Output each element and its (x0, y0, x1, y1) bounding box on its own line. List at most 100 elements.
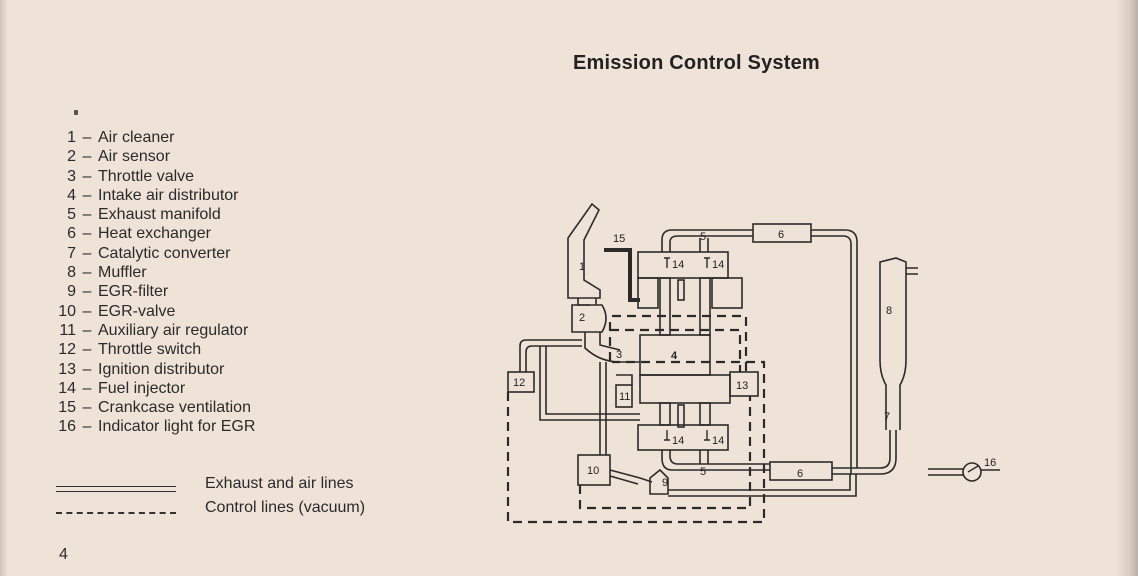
label-crankcase-ventilation: 15 (613, 233, 625, 245)
item-number: 3 (67, 167, 76, 185)
indicator-light-body (962, 462, 982, 482)
item-label: Auxiliary air regulator (98, 321, 249, 339)
list-item: 15–Crankcase ventilation (56, 398, 255, 417)
injector-mark (664, 430, 670, 441)
vacuum-line-egr (578, 396, 752, 510)
label-intake-distributor: 4 (671, 350, 678, 362)
intake-lower-block (639, 374, 731, 404)
dashed-line-symbol (56, 512, 176, 514)
list-item: 1–Air cleaner (56, 128, 255, 147)
item-label: Intake air distributor (98, 186, 239, 204)
label-egr-valve: 10 (587, 465, 599, 477)
item-number: 6 (67, 225, 76, 243)
item-number: 11 (59, 321, 76, 339)
item-number: 16 (58, 418, 76, 436)
list-item: 4–Intake air distributor (56, 186, 255, 205)
label-injector-2: 14 (712, 259, 724, 271)
item-label: Indicator light for EGR (98, 418, 256, 436)
item-number: 9 (67, 283, 76, 301)
label-throttle-switch: 12 (513, 377, 525, 389)
label-injector-3: 14 (672, 435, 684, 447)
item-number: 10 (58, 302, 76, 320)
aux-air-regulator-body (615, 384, 633, 408)
list-item: 9–EGR-filter (56, 282, 255, 301)
egr-filter-body (649, 468, 669, 495)
item-label: Ignition distributor (98, 360, 225, 378)
page-title: Emission Control System (573, 52, 820, 74)
air-duct (577, 298, 597, 306)
item-label: EGR-valve (98, 302, 176, 320)
page-edge-right (1116, 0, 1138, 576)
catalytic-converter-body (879, 359, 907, 430)
item-number: 7 (67, 244, 76, 262)
heat-exchanger-top-body (752, 223, 812, 243)
label-exhaust-manifold-top: 5 (700, 231, 706, 243)
list-item: 16–Indicator light for EGR (56, 417, 255, 436)
item-label: Air cleaner (98, 129, 175, 146)
air-sensor-body (571, 304, 607, 333)
vacuum-line-label: Control lines (vacuum) (205, 499, 366, 516)
exhaust-pipe-right (811, 229, 858, 468)
item-number: 12 (58, 341, 76, 359)
list-item: 12–Throttle switch (56, 340, 255, 359)
muffler-body (879, 257, 907, 360)
page-edge-left (0, 0, 8, 576)
mark (74, 110, 78, 115)
list-item: 10–EGR-valve (56, 302, 255, 321)
vacuum-line-upper (612, 314, 748, 372)
label-indicator-light: 16 (984, 457, 996, 469)
injector-mark (704, 257, 710, 268)
page-number: 4 (59, 546, 68, 563)
exhaust-line-label: Exhaust and air lines (205, 475, 354, 492)
throttle-switch-body (507, 371, 535, 393)
label-muffler: 8 (886, 305, 892, 317)
exhaust-manifold-top (661, 229, 740, 252)
label-heat-exchanger-bottom: 6 (797, 468, 803, 480)
list-item: 8–Muffler (56, 263, 255, 282)
label-air-cleaner: 1 (579, 261, 585, 273)
list-item: 13–Ignition distributor (56, 360, 255, 379)
injector-mark (664, 257, 670, 268)
item-label: Muffler (98, 264, 147, 282)
label-aux-air-regulator: 11 (619, 391, 630, 403)
injector-mark (704, 430, 710, 441)
list-item: 7–Catalytic converter (56, 244, 255, 263)
component-legend: 1–Air cleaner 2–Air sensor 3–Throttle va… (56, 128, 255, 437)
item-label: Catalytic converter (98, 244, 231, 262)
item-label: Throttle valve (98, 167, 195, 185)
item-number: 2 (67, 148, 76, 166)
item-label: Exhaust manifold (98, 206, 221, 224)
item-number: 4 (67, 186, 76, 204)
list-item: 6–Heat exchanger (56, 224, 255, 243)
item-label: Throttle switch (98, 341, 202, 359)
item-number: 8 (67, 264, 76, 282)
intake-upper-block (637, 251, 729, 279)
double-line-symbol (56, 486, 176, 492)
exhaust-manifold-bottom (661, 450, 770, 471)
air-cleaner-body (567, 202, 601, 299)
item-label: Fuel injector (98, 379, 186, 397)
label-exhaust-manifold-bottom: 5 (700, 466, 706, 478)
item-label: Heat exchanger (98, 225, 211, 243)
throttle-body (584, 332, 640, 363)
item-number: 15 (58, 399, 76, 417)
list-item: 2–Air sensor (56, 147, 255, 166)
label-egr-filter: 9 (662, 477, 668, 489)
item-number: 1 (67, 129, 76, 146)
list-item: 11–Auxiliary air regulator (56, 321, 255, 340)
label-throttle-valve: 3 (616, 349, 622, 361)
crankcase-ventilation-line (604, 248, 640, 302)
list-item: 14–Fuel injector (56, 379, 255, 398)
heat-exchanger-bottom-body (769, 461, 833, 481)
item-label: Crankcase ventilation (98, 399, 251, 417)
label-heat-exchanger-top: 6 (778, 229, 784, 241)
item-number: 13 (58, 360, 76, 378)
ignition-distributor-body (729, 371, 759, 397)
item-label: Air sensor (98, 148, 171, 166)
item-number: 14 (58, 379, 76, 397)
list-item: 3–Throttle valve (56, 167, 255, 186)
label-injector-1: 14 (672, 259, 684, 271)
item-label: EGR-filter (98, 283, 169, 301)
label-air-sensor: 2 (579, 312, 585, 324)
